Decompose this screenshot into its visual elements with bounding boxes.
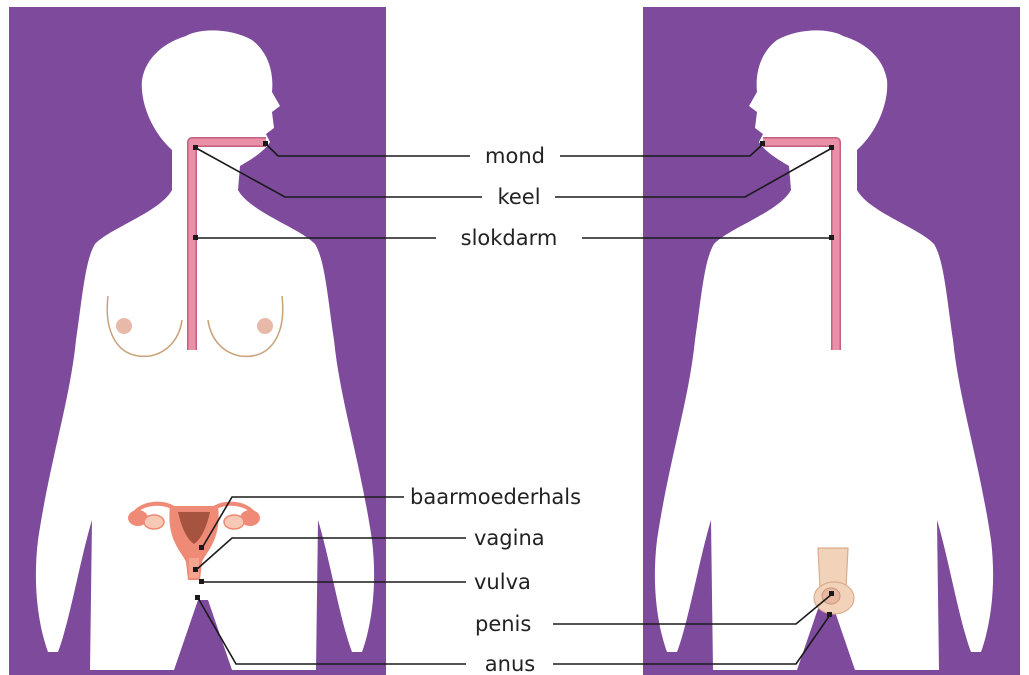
label-baarmoederhals: baarmoederhals	[410, 485, 581, 509]
label-keel: keel	[497, 185, 540, 209]
label-vulva: vulva	[474, 570, 531, 594]
left-nipple	[116, 318, 132, 334]
right-nipple	[257, 318, 273, 334]
label-slokdarm: slokdarm	[461, 226, 558, 250]
label-penis: penis	[475, 612, 531, 636]
label-mond: mond	[485, 144, 545, 168]
label-anus: anus	[485, 652, 535, 675]
label-vagina: vagina	[474, 526, 545, 550]
